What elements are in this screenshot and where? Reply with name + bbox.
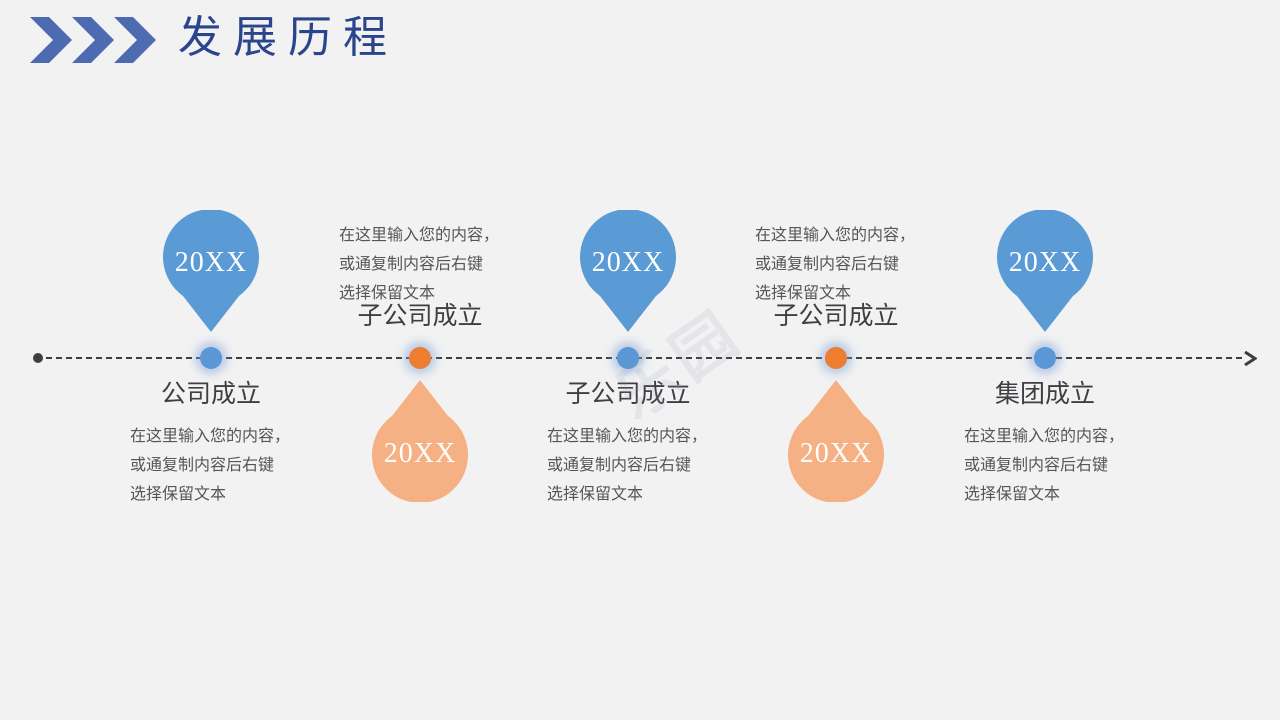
- desc-line: 或通复制内容后右键: [130, 457, 275, 474]
- desc-line: 在这里输入您的内容，: [964, 428, 1125, 445]
- timeline-start-dot: [33, 353, 43, 363]
- milestone-5-label: 集团成立: [994, 381, 1095, 408]
- milestone-3-dot: [617, 347, 639, 369]
- milestone-2-desc: 在这里输入您的内容， 或通复制内容后右键 选择保留文本: [339, 221, 524, 308]
- desc-line: 选择保留文本: [755, 285, 852, 302]
- desc-line: 在这里输入您的内容，: [339, 227, 500, 244]
- desc-line: 选择保留文本: [964, 486, 1061, 503]
- desc-line: 在这里输入您的内容，: [130, 428, 291, 445]
- desc-line: 选择保留文本: [547, 486, 644, 503]
- milestone-5-year: 20XX: [1008, 247, 1082, 278]
- milestone-2-label: 子公司成立: [357, 303, 483, 330]
- timeline-line: [46, 357, 1242, 359]
- milestone-4-desc: 在这里输入您的内容， 或通复制内容后右键 选择保留文本: [755, 221, 940, 308]
- milestone-3-label: 子公司成立: [565, 381, 691, 408]
- desc-line: 在这里输入您的内容，: [547, 428, 708, 445]
- milestone-2-dot: [409, 347, 431, 369]
- desc-line: 选择保留文本: [339, 285, 436, 302]
- milestone-3-pin-shape: 20XX: [580, 210, 676, 332]
- milestone-4-dot: [825, 347, 847, 369]
- milestone-5-dot: [1034, 347, 1056, 369]
- desc-line: 或通复制内容后右键: [339, 256, 484, 273]
- milestone-1-dot: [200, 347, 222, 369]
- milestone-5-pin-shape: 20XX: [997, 210, 1093, 332]
- milestone-1-desc: 在这里输入您的内容， 或通复制内容后右键 选择保留文本: [130, 422, 315, 509]
- desc-line: 在这里输入您的内容，: [755, 227, 916, 244]
- milestone-4-drop-shape: 20XX: [788, 380, 884, 502]
- milestone-1-year: 20XX: [174, 247, 248, 278]
- desc-line: 或通复制内容后右键: [547, 457, 692, 474]
- milestone-2-year: 20XX: [383, 438, 457, 469]
- desc-line: 或通复制内容后右键: [964, 457, 1109, 474]
- desc-line: 或通复制内容后右键: [755, 256, 900, 273]
- milestone-1-pin-shape: 20XX: [163, 210, 259, 332]
- milestone-1-label: 公司成立: [160, 381, 261, 408]
- desc-line: 选择保留文本: [130, 486, 227, 503]
- chevrons-right-icon: [30, 17, 156, 63]
- milestone-3-year: 20XX: [591, 247, 665, 278]
- milestone-3-desc: 在这里输入您的内容， 或通复制内容后右键 选择保留文本: [547, 422, 732, 509]
- milestone-5-desc: 在这里输入您的内容， 或通复制内容后右键 选择保留文本: [964, 422, 1149, 509]
- milestone-2-drop-shape: 20XX: [372, 380, 468, 502]
- slide-title: 发展历程: [178, 13, 398, 62]
- milestone-4-year: 20XX: [799, 438, 873, 469]
- timeline-arrow-icon: [1244, 351, 1257, 366]
- milestone-4-label: 子公司成立: [773, 303, 899, 330]
